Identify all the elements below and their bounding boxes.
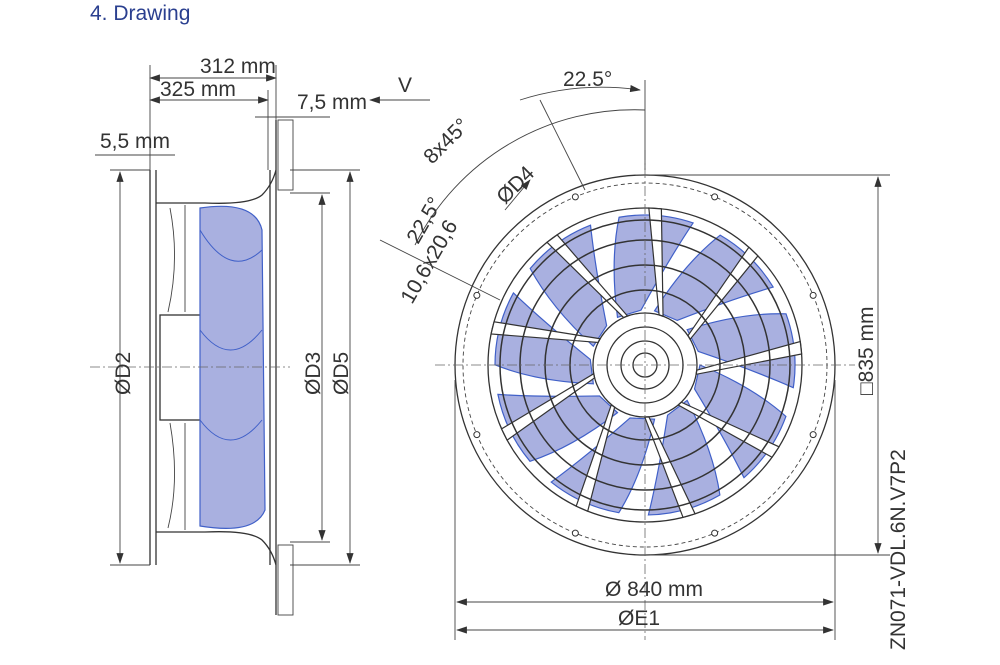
- label-d2: ØD2: [112, 352, 135, 395]
- mounting-hole: [571, 193, 579, 201]
- mounting-hole: [473, 291, 481, 299]
- section-heading: 4. Drawing: [90, 2, 191, 25]
- label-d4: ØD4: [492, 162, 539, 209]
- angle-22-5-top: 22.5°: [563, 68, 612, 91]
- label-e1: ØE1: [618, 607, 660, 630]
- label-d5: ØD5: [330, 352, 353, 395]
- front-view: 22.5° 8x45° ØD4 22,5° 10,6x20,6 □835 mm …: [379, 68, 910, 650]
- mounting-hole: [809, 291, 817, 299]
- mounting-hole: [571, 529, 579, 537]
- mounting-hole: [711, 529, 719, 537]
- model-code: ZN071-VDL.6N.V7P2: [887, 449, 910, 650]
- outlet-flange: [269, 120, 277, 615]
- dim-5-5: 5,5 mm: [100, 130, 170, 153]
- dim-312: 312 mm: [200, 55, 276, 78]
- mounting-hole: [473, 431, 481, 439]
- dim-325: 325 mm: [160, 78, 236, 101]
- pattern-arc: [414, 109, 646, 246]
- diameter-840: Ø 840 mm: [605, 578, 703, 601]
- wall-hatch-bottom: [277, 544, 294, 616]
- support-struts: [167, 205, 186, 530]
- holes-pattern: 8x45°: [419, 114, 473, 168]
- view-label: V: [398, 74, 412, 97]
- inlet-plate: [149, 170, 157, 565]
- housing-contour: [156, 169, 277, 566]
- label-d3: ØD3: [302, 352, 325, 395]
- mounting-hole: [711, 193, 719, 201]
- impeller-blade-side: [199, 205, 266, 529]
- hub-outer: [592, 312, 698, 418]
- wall-hatch-top: [277, 119, 294, 191]
- side-view: 312 mm 325 mm 7,5 mm V 5,5 mm ØD2 ØD3 ØD…: [90, 55, 430, 616]
- motor: [159, 314, 206, 421]
- mounting-hole: [809, 431, 817, 439]
- square-size: □835 mm: [855, 306, 878, 395]
- dim-7-5: 7,5 mm: [297, 91, 367, 114]
- blade-curves: [199, 229, 263, 441]
